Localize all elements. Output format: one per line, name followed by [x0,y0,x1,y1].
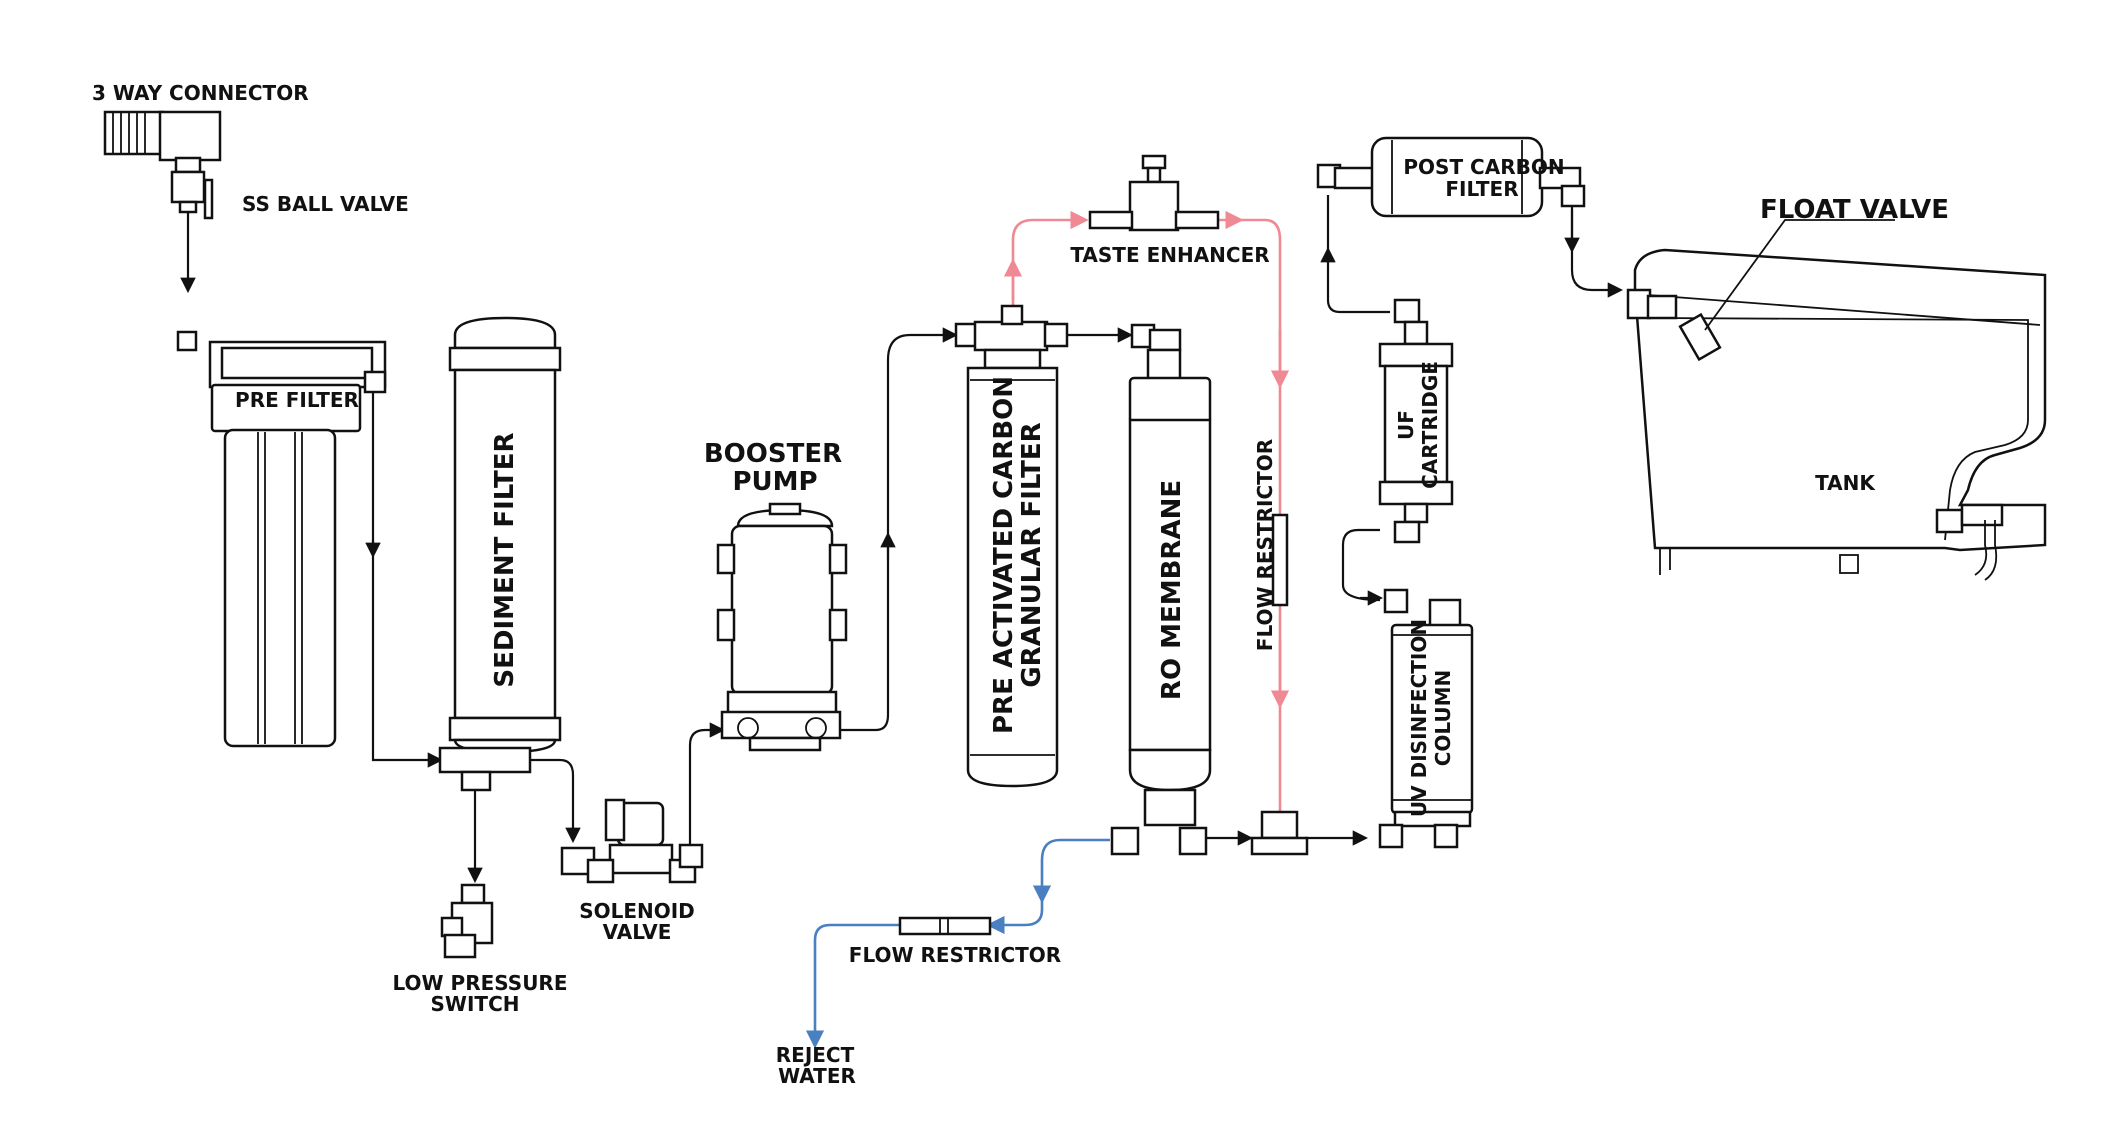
label-booster-pump-line2: PUMP [732,467,817,497]
label-flow-restrictor-reject: FLOW RESTRICTOR [849,943,1061,967]
uv-disinfection-column [1378,588,1474,849]
label-uv-column-line1: UV DISINFECTION [1407,619,1431,817]
label-pre-filter: PRE FILTER [235,388,359,412]
label-ss-ball-valve: SS BALL VALVE [242,192,409,216]
uf-cartridge [1378,298,1454,544]
pre-activated-carbon-filter [954,304,1069,788]
label-solenoid-valve-line1: SOLENOID [579,899,695,923]
label-flow-restrictor-vertical: FLOW RESTRICTOR [1253,439,1277,651]
label-low-pressure-switch-line2: SWITCH [431,992,520,1016]
label-sediment-filter: SEDIMENT FILTER [490,432,520,687]
pre-filter [176,330,387,748]
label-taste-enhancer: TASTE ENHANCER [1070,243,1269,267]
labels: 3 WAY CONNECTOR SS BALL VALVE PRE FILTER… [92,81,1949,1088]
label-3-way-connector: 3 WAY CONNECTOR [92,81,309,105]
booster-pump [716,502,848,752]
label-uv-column-line2: COLUMN [1431,670,1455,767]
post-carbon-filter [1316,136,1586,218]
label-post-carbon-filter-line1: POST CARBON [1403,155,1564,179]
low-pressure-switch [440,883,494,959]
label-post-carbon-filter-line2: FILTER [1445,177,1518,201]
label-carbon-filter-line1: PRE ACTIVATED CARBON [989,376,1019,734]
tank [1626,248,2047,581]
flow-restrictor-vertical [1250,513,1309,856]
label-solenoid-valve-line2: VALVE [603,920,672,944]
label-tank: TANK [1815,471,1876,495]
pipe-network [180,195,1624,1049]
label-uf-cartridge-line1: UF [1394,410,1418,440]
label-low-pressure-switch-line1: LOW PRESSURE [393,971,568,995]
solenoid-valve [560,798,704,884]
taste-enhancer [1088,154,1220,232]
label-ro-membrane: RO MEMBRANE [1157,480,1187,700]
ro-membrane [1110,323,1212,856]
label-reject-water-line2: WATER [778,1064,856,1088]
label-reject-water-line1: REJECT [776,1043,855,1067]
label-booster-pump-line1: BOOSTER [704,439,842,469]
ss-ball-valve [170,156,214,220]
three-way-connector [103,110,222,162]
label-carbon-filter-line2: GRANULAR FILTER [1017,422,1047,687]
float-valve-leader [1704,219,1895,331]
label-uf-cartridge-line2: CARTRIDGE [1418,361,1442,489]
label-float-valve: FLOAT VALVE [1760,195,1949,225]
flow-restrictor-reject [898,916,992,936]
sediment-filter [438,316,562,792]
